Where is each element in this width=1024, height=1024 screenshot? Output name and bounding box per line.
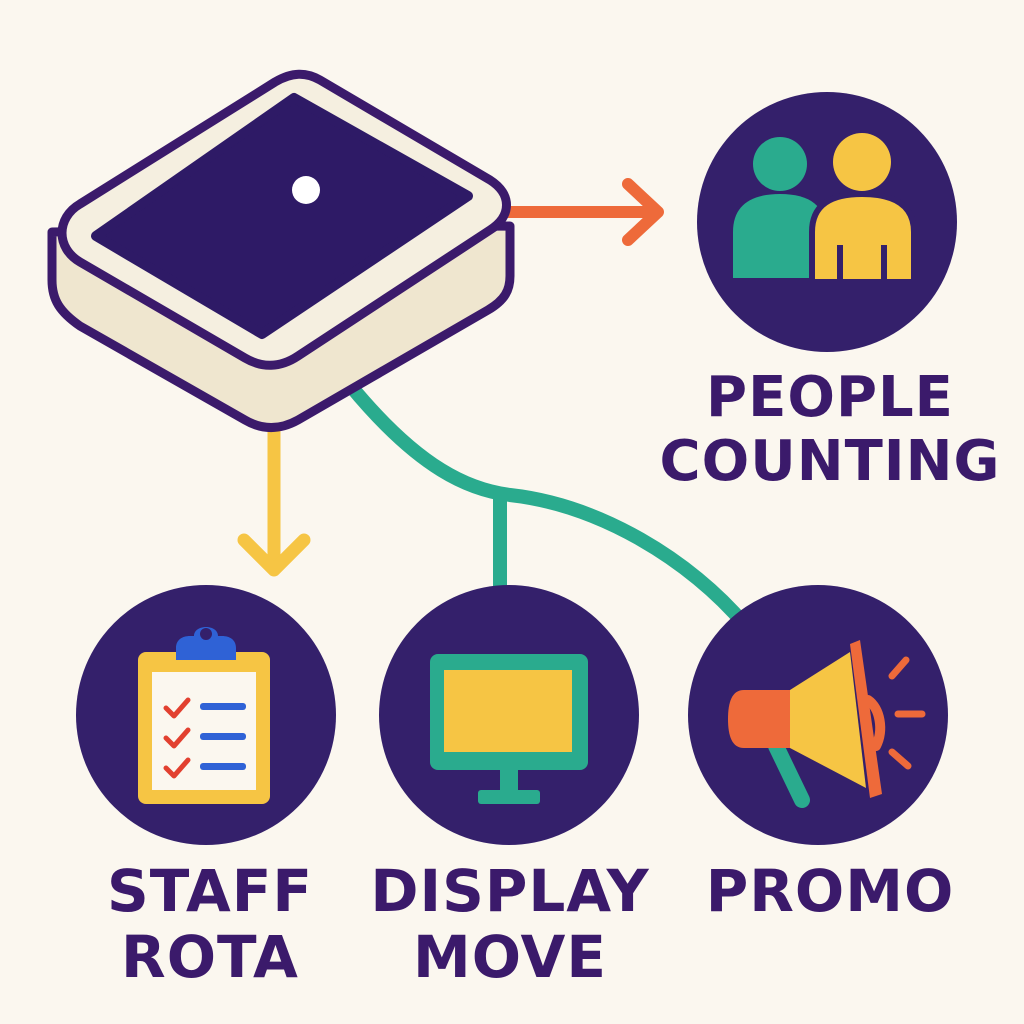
staff-rota-node	[76, 585, 336, 845]
staff-rota-label-line1: STAFF	[107, 857, 313, 925]
people-counting-label: PEOPLE COUNTING	[620, 366, 1024, 494]
clipboard-checklist-icon	[138, 627, 270, 804]
device-sensor-dot	[292, 176, 320, 204]
people-counting-label-line2: COUNTING	[659, 429, 1001, 494]
display-move-node	[379, 585, 639, 845]
promo-label: PROMO	[690, 858, 970, 924]
staff-rota-label-line2: ROTA	[121, 923, 299, 991]
promo-label-line1: PROMO	[705, 857, 955, 925]
people-counting-node	[697, 92, 957, 352]
arrow-to-people-counting	[502, 178, 664, 246]
monitor-icon	[430, 654, 588, 804]
display-move-label-line2: MOVE	[413, 923, 607, 991]
device-panel	[91, 93, 473, 339]
staff-rota-label: STAFF ROTA	[70, 858, 350, 990]
megaphone-icon	[728, 640, 926, 808]
promo-node	[688, 585, 948, 845]
arrow-to-staff-rota	[237, 421, 311, 577]
display-move-label-line1: DISPLAY	[370, 857, 650, 925]
teal-branch-line	[343, 378, 752, 632]
people-icon	[733, 133, 917, 285]
connectors	[237, 178, 752, 632]
people-counting-label-line1: PEOPLE	[706, 365, 954, 430]
sensor-device	[47, 69, 515, 432]
display-move-label: DISPLAY MOVE	[370, 858, 650, 990]
